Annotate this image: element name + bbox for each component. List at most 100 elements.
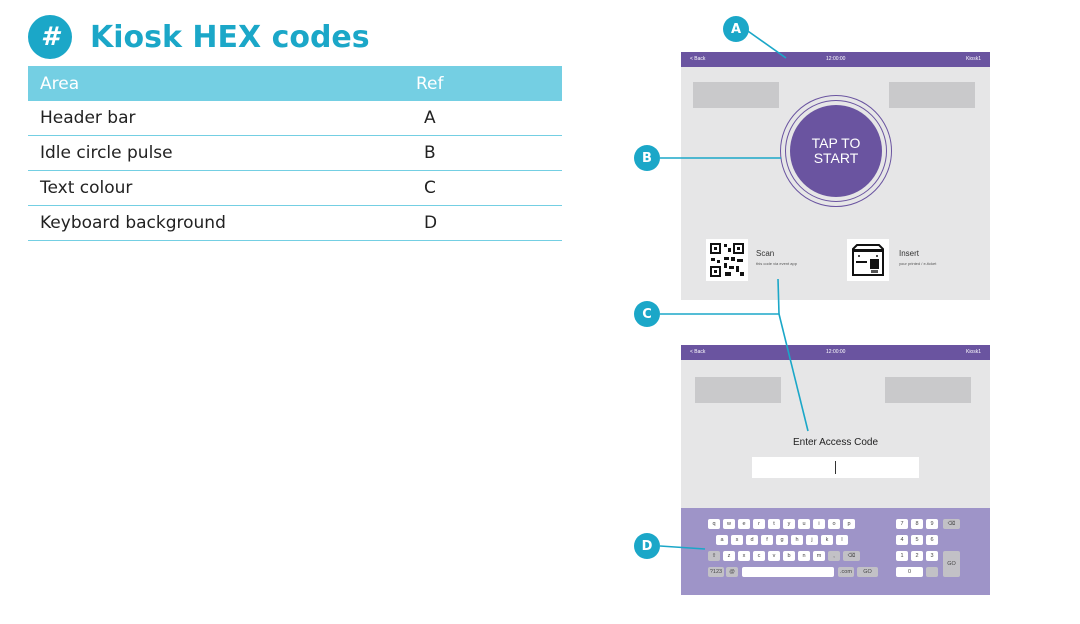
on-screen-keyboard: q w e r t y u i o p a s d f g h j k l ⇧ … <box>681 508 990 595</box>
row-area: Keyboard background <box>40 213 226 233</box>
callout-line-c-down <box>778 313 809 432</box>
numpad-key[interactable]: 3 <box>926 551 938 561</box>
callout-line-d <box>659 545 706 550</box>
header-time: 12:00:00 <box>826 56 846 62</box>
space-key[interactable] <box>742 567 834 577</box>
key[interactable]: v <box>768 551 780 561</box>
table-header: Area Ref <box>28 66 562 101</box>
back-link[interactable]: < Back <box>690 349 706 355</box>
tap-text-line1: TAP TO <box>811 135 861 151</box>
key[interactable]: j <box>806 535 818 545</box>
callout-badge-c: C <box>634 301 660 327</box>
numpad-key[interactable]: 4 <box>896 535 908 545</box>
text-caret <box>835 461 836 474</box>
column-header-area: Area <box>40 73 80 94</box>
numpad-backspace-key[interactable]: ⌫ <box>943 519 960 529</box>
key[interactable]: b <box>783 551 795 561</box>
numpad-key[interactable]: 8 <box>911 519 923 529</box>
key[interactable]: y <box>783 519 795 529</box>
back-link[interactable]: < Back <box>690 56 706 62</box>
key[interactable]: z <box>723 551 735 561</box>
insert-subtitle: your printed / e-ticket <box>899 261 937 266</box>
kiosk-idle-screen: < Back 12:00:00 Kiosk1 TAP TO START Scan… <box>681 52 990 300</box>
row-area: Idle circle pulse <box>40 143 173 163</box>
numpad-key[interactable]: 7 <box>896 519 908 529</box>
key[interactable]: g <box>776 535 788 545</box>
table-row: Idle circle pulse B <box>28 136 562 171</box>
key[interactable]: r <box>753 519 765 529</box>
key[interactable]: p <box>843 519 855 529</box>
numpad-key[interactable]: 1 <box>896 551 908 561</box>
key[interactable]: w <box>723 519 735 529</box>
callout-line-c-up <box>777 278 780 315</box>
scan-title: Scan <box>756 249 775 258</box>
backspace-key[interactable]: ⌫ <box>843 551 860 561</box>
symbols-key[interactable]: ?123 <box>708 567 724 577</box>
callout-badge-d: D <box>634 533 660 559</box>
key[interactable]: h <box>791 535 803 545</box>
callout-badge-b: B <box>634 145 660 171</box>
key[interactable]: s <box>731 535 743 545</box>
idle-circle-inner-ring: TAP TO START <box>785 100 887 202</box>
dotcom-key[interactable]: .com <box>838 567 854 577</box>
header-time: 12:00:00 <box>826 349 846 355</box>
numpad-key[interactable]: 9 <box>926 519 938 529</box>
tap-text-line2: START <box>813 150 859 166</box>
scan-subtitle: this code via event app <box>756 261 797 266</box>
tap-to-start-button[interactable]: TAP TO START <box>790 105 882 197</box>
numpad-key[interactable]: 2 <box>911 551 923 561</box>
kiosk-name: Kiosk1 <box>965 56 981 62</box>
numpad-blank-key[interactable] <box>926 567 938 577</box>
placeholder-box-right <box>885 377 971 403</box>
page-header: # Kiosk HEX codes <box>28 12 370 62</box>
kiosk-header-bar: < Back 12:00:00 Kiosk1 <box>681 52 990 67</box>
key[interactable]: l <box>836 535 848 545</box>
row-ref: A <box>424 108 436 128</box>
go-key[interactable]: GO <box>857 567 878 577</box>
qr-code-icon <box>706 239 748 281</box>
key[interactable]: n <box>798 551 810 561</box>
numpad-key[interactable]: 6 <box>926 535 938 545</box>
key[interactable]: d <box>746 535 758 545</box>
access-code-label: Enter Access Code <box>792 437 879 448</box>
kiosk-access-code-screen: < Back 12:00:00 Kiosk1 Enter Access Code… <box>681 345 990 595</box>
row-area: Text colour <box>40 178 133 198</box>
numpad-go-key[interactable]: GO <box>943 551 960 577</box>
at-key[interactable]: @ <box>726 567 738 577</box>
kiosk-name: Kiosk1 <box>965 349 981 355</box>
key[interactable]: , <box>828 551 840 561</box>
page-title: Kiosk HEX codes <box>90 19 370 55</box>
key[interactable]: m <box>813 551 825 561</box>
shift-key[interactable]: ⇧ <box>708 551 720 561</box>
column-header-ref: Ref <box>416 73 444 94</box>
table-row: Keyboard background D <box>28 206 562 241</box>
key[interactable]: o <box>828 519 840 529</box>
placeholder-box-right <box>889 82 975 108</box>
key[interactable]: i <box>813 519 825 529</box>
callout-badge-a: A <box>723 16 749 42</box>
numpad-zero-key[interactable]: 0 <box>896 567 923 577</box>
key[interactable]: c <box>753 551 765 561</box>
row-ref: B <box>424 143 436 163</box>
key[interactable]: k <box>821 535 833 545</box>
callout-line-a <box>744 28 787 59</box>
key[interactable]: a <box>716 535 728 545</box>
key[interactable]: q <box>708 519 720 529</box>
key[interactable]: e <box>738 519 750 529</box>
numpad-key[interactable]: 5 <box>911 535 923 545</box>
key[interactable]: u <box>798 519 810 529</box>
key[interactable]: x <box>738 551 750 561</box>
placeholder-box-left <box>695 377 781 403</box>
table-row: Text colour C <box>28 171 562 206</box>
placeholder-box-left <box>693 82 779 108</box>
key[interactable]: t <box>768 519 780 529</box>
kiosk-header-bar: < Back 12:00:00 Kiosk1 <box>681 345 990 360</box>
reference-table: Area Ref Header bar A Idle circle pulse … <box>28 66 562 241</box>
ticket-printer-icon <box>847 239 889 281</box>
key[interactable]: f <box>761 535 773 545</box>
row-area: Header bar <box>40 108 136 128</box>
idle-circle-pulse[interactable]: TAP TO START <box>780 95 892 207</box>
access-code-input[interactable] <box>752 457 919 478</box>
row-ref: C <box>424 178 436 198</box>
